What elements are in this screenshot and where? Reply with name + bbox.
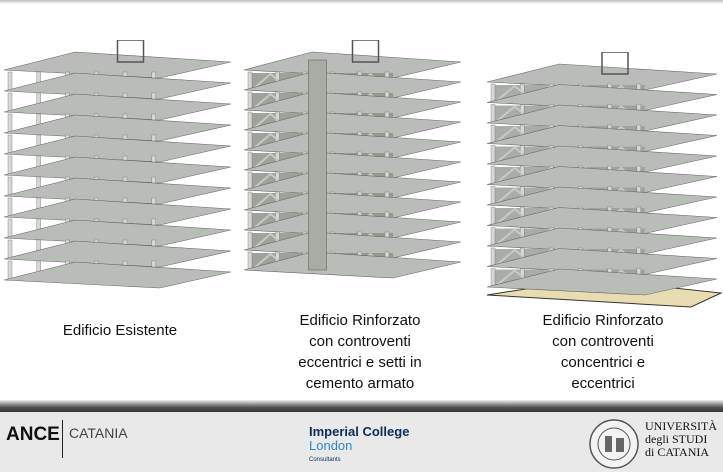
column xyxy=(247,251,253,271)
uni-line3: di CATANIA xyxy=(645,445,710,459)
column xyxy=(7,155,13,176)
column xyxy=(247,131,253,151)
column xyxy=(7,176,13,197)
column xyxy=(7,92,13,113)
university-logo-text: UNIVERSITÀ degli STUDI di CATANIA xyxy=(645,420,717,459)
column xyxy=(247,71,253,91)
column xyxy=(490,104,496,124)
ance-logo: ANCE xyxy=(6,424,60,445)
column xyxy=(247,111,253,131)
building-reinforced-walls-image xyxy=(243,40,462,279)
column xyxy=(490,165,496,185)
university-seal-icon xyxy=(589,419,639,469)
column xyxy=(490,186,496,206)
roof-structure xyxy=(116,40,145,63)
imperial-college-logo: Imperial College London Consultants xyxy=(309,425,409,467)
caption-reinforced-walls: Edificio Rinforzato con controventi ecce… xyxy=(265,310,455,394)
caption-line: Edificio Rinforzato xyxy=(542,312,664,329)
column xyxy=(490,206,496,226)
caption-line: cemento armato xyxy=(305,375,415,392)
footer-divider-bar xyxy=(0,400,723,412)
column xyxy=(247,211,253,231)
column xyxy=(7,218,13,239)
column xyxy=(7,71,13,92)
caption-line: eccentrici xyxy=(571,375,635,392)
building-reinforced-braced-image xyxy=(486,52,723,308)
caption-line: Edificio Rinforzato xyxy=(299,312,421,329)
column xyxy=(490,227,496,247)
caption-line: Edificio Esistente xyxy=(62,322,178,339)
caption-line: con controventi xyxy=(309,333,411,350)
column xyxy=(490,124,496,144)
column xyxy=(247,91,253,111)
column xyxy=(490,145,496,165)
column xyxy=(7,260,13,281)
building-existing-image xyxy=(3,40,232,289)
caption-line: con controventi xyxy=(552,333,654,350)
column xyxy=(247,231,253,251)
top-border xyxy=(0,0,723,4)
imperial-line3: Consultants xyxy=(309,457,341,463)
uni-line2: degli STUDI xyxy=(645,432,708,446)
column xyxy=(247,151,253,171)
floor-slab xyxy=(243,251,462,279)
caption-line: concentrici e xyxy=(560,354,646,371)
caption-existing: Edificio Esistente xyxy=(20,320,220,341)
imperial-line2: London xyxy=(309,438,353,453)
roof-structure xyxy=(601,52,629,75)
logo-divider xyxy=(62,420,63,458)
column xyxy=(247,191,253,211)
footer: ANCE CATANIA Imperial College London Con… xyxy=(0,412,723,472)
concrete-wall xyxy=(308,59,327,271)
column xyxy=(7,113,13,134)
uni-line1: UNIVERSITÀ xyxy=(645,419,717,433)
column xyxy=(7,197,13,218)
column xyxy=(7,239,13,260)
caption-line: eccentrici e setti in xyxy=(298,354,422,371)
column xyxy=(490,247,496,267)
caption-reinforced-braced: Edificio Rinforzato con controventi conc… xyxy=(508,310,698,394)
floor-slab xyxy=(486,268,718,296)
imperial-line1: Imperial College xyxy=(309,424,410,439)
ance-catania-label: CATANIA xyxy=(69,425,128,441)
floor-slab xyxy=(3,261,232,289)
column xyxy=(490,268,496,288)
column xyxy=(247,171,253,191)
column xyxy=(7,134,13,155)
roof-structure xyxy=(351,40,380,63)
column xyxy=(490,83,496,103)
